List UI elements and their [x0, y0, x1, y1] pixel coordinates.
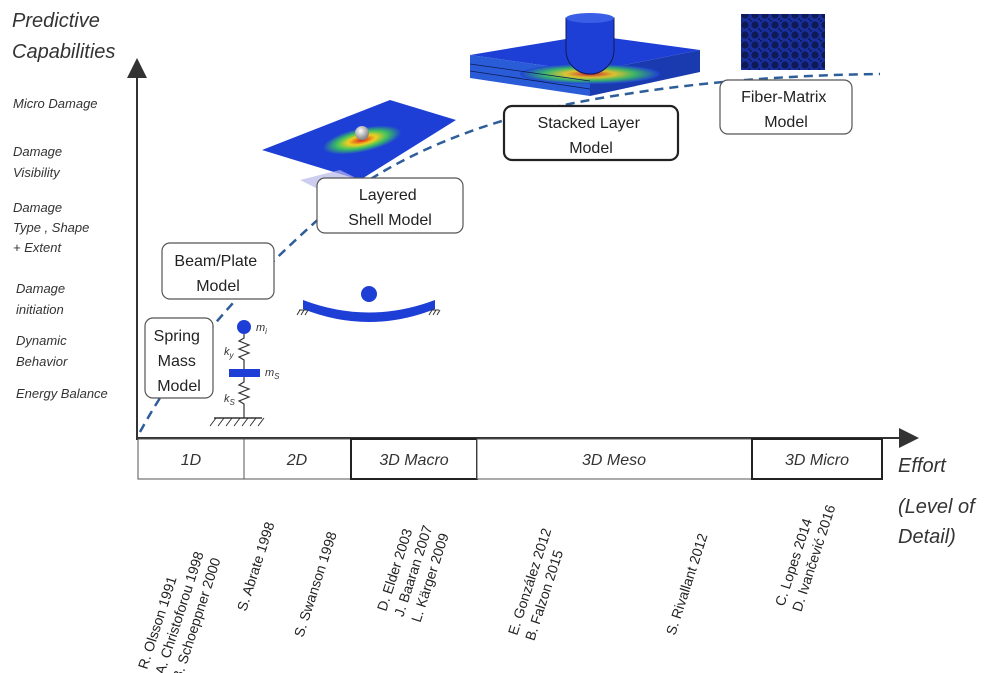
- bin-3d-micro: 3D Micro: [785, 452, 849, 469]
- bin-2d: 2D: [286, 452, 308, 469]
- y-level-damage-visibility: Damage Visibility: [13, 144, 66, 180]
- y-level-damage-type: Damage Type , Shape + Extent: [13, 200, 93, 255]
- y-axis-title: Predictive Capabilities: [12, 10, 115, 63]
- bin-1d-box: [137, 438, 245, 480]
- mass-1-icon: [237, 320, 251, 334]
- ref-rivallant: S. Rivallant 2012: [663, 531, 711, 637]
- spring-mass-box: [144, 317, 214, 399]
- layered-shell-box: [316, 177, 464, 234]
- ground-hatch: [209, 417, 265, 427]
- shell-impactor-icon: [355, 126, 369, 140]
- label-m1: mi: [256, 322, 267, 336]
- y-level-damage-initiation: Damage initiation: [16, 281, 69, 317]
- beam-right-support: [428, 309, 441, 316]
- spring-mass-illustration: mi ky mS kS: [209, 320, 280, 427]
- label-ky: ky: [224, 346, 235, 360]
- bin-2d-box: [243, 438, 352, 480]
- stacked-layer-label: Stacked Layer Model: [538, 115, 645, 157]
- y-level-labels: Micro Damage Damage Visibility Damage Ty…: [13, 96, 108, 401]
- progression-curve: [138, 72, 881, 433]
- beam-illustration: [296, 286, 441, 322]
- dimension-bins: 1D 2D 3D Macro 3D Meso 3D Micro: [137, 438, 883, 480]
- beam-left-support: [296, 309, 309, 316]
- ref-group-1d: R. Olsson 1991 A. Christoforou 1998 B. S…: [135, 540, 225, 673]
- label-ms: mS: [265, 367, 280, 381]
- bin-1d: 1D: [181, 452, 202, 469]
- beam-impactor-icon: [361, 286, 377, 302]
- reference-list: R. Olsson 1991 A. Christoforou 1998 B. S…: [135, 497, 839, 673]
- fiber-matrix-box: [719, 79, 853, 135]
- ref-group-3d-meso: E. González 2012 B. Falzon 2015: [505, 522, 573, 642]
- stack-impactor-icon: [565, 17, 615, 75]
- x-axis-title: Effort (Level of Detail): [898, 455, 980, 548]
- stacked-layer-illustration: [469, 13, 700, 96]
- y-level-dynamic-behavior: Dynamic Behavior: [16, 333, 70, 369]
- stack-impactor-top: [566, 13, 614, 23]
- y-level-micro-damage: Micro Damage: [13, 96, 98, 111]
- beam-body: [303, 300, 435, 322]
- stack-layer-1: [469, 63, 591, 82]
- spring-mass-label: Spring Mass Model: [154, 328, 205, 395]
- mass-s-icon: [229, 369, 260, 377]
- bin-3d-meso: 3D Meso: [582, 452, 646, 469]
- beam-plate-box: [161, 242, 275, 300]
- bin-3d-meso-box: [476, 438, 753, 480]
- stack-layer-2: [469, 70, 591, 90]
- spring-ky-icon: [237, 334, 251, 369]
- shell-plate-illustration: [262, 100, 456, 190]
- beam-plate-label: Beam/Plate Model: [174, 253, 261, 295]
- ref-abrate: S. Abrate 1998: [234, 520, 278, 613]
- bin-3d-micro-box: [751, 438, 883, 480]
- bin-3d-macro: 3D Macro: [379, 452, 448, 469]
- layered-shell-label: Layered Shell Model: [348, 187, 432, 229]
- fiber-matrix-illustration: [741, 14, 825, 70]
- ref-group-3d-macro: D. Elder 2003 J. Baaran 2007 L. Kärger 2…: [374, 514, 454, 624]
- stacked-layer-box: [502, 104, 680, 162]
- ref-swanson: S. Swanson 1998: [291, 529, 340, 639]
- fiber-matrix-label: Fiber-Matrix Model: [741, 89, 831, 131]
- spring-ks-icon: [237, 377, 251, 418]
- y-level-energy-balance: Energy Balance: [16, 386, 108, 401]
- model-boxes: Spring Mass Model Beam/Plate Model Layer…: [144, 79, 853, 399]
- label-ks: kS: [224, 393, 236, 407]
- bin-3d-macro-box: [350, 438, 478, 480]
- ref-group-3d-micro: C. Lopes 2014 D. Ivančević 2016: [772, 497, 839, 614]
